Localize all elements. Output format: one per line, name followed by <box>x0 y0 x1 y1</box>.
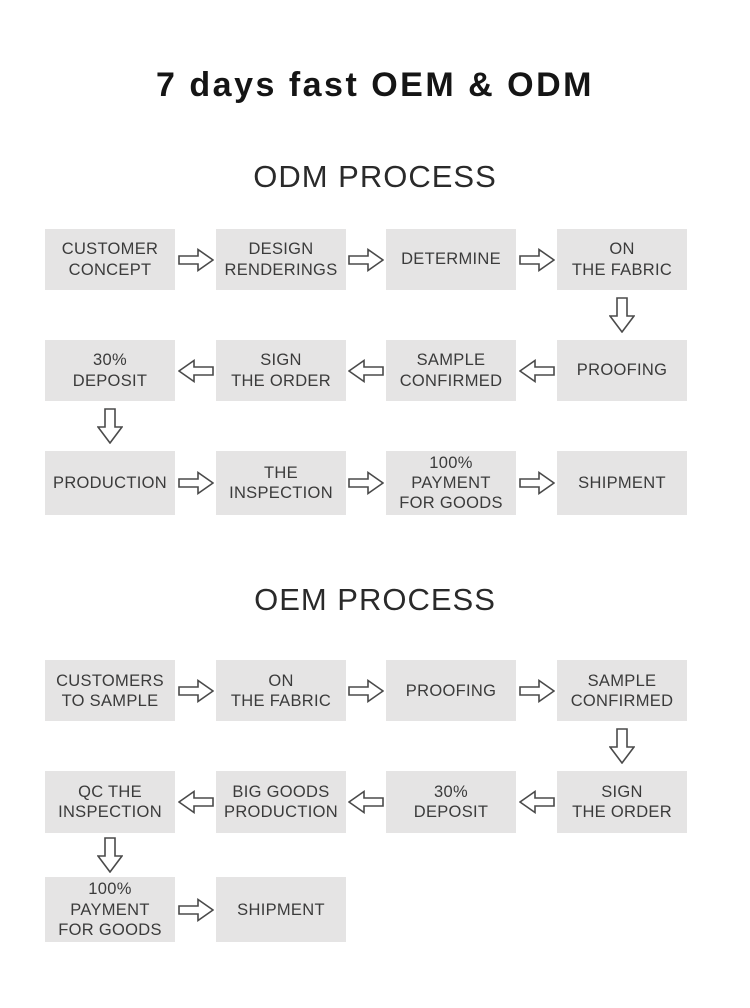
arrow-left-icon <box>175 340 216 401</box>
step-100-payment-for-goods: 100% PAYMENT FOR GOODS <box>45 877 175 942</box>
arrow-right-icon <box>175 451 216 515</box>
step-qc-the-inspection: QC THE INSPECTION <box>45 771 175 834</box>
step-proofing: PROOFING <box>386 660 516 722</box>
arrow-down-icon <box>557 290 687 340</box>
step-customer-concept: CUSTOMER CONCEPT <box>45 229 175 290</box>
oem-row-3: 100% PAYMENT FOR GOODS SHIPMENT <box>45 877 687 942</box>
arrow-left-icon <box>346 340 386 401</box>
arrow-left-icon <box>175 771 216 833</box>
odm-row-2: 30% DEPOSIT SIGN THE ORDER SAMPLE CONFIR… <box>45 340 687 401</box>
step-sample-confirmed: SAMPLE CONFIRMED <box>386 340 516 401</box>
arrow-left-icon <box>516 340 557 401</box>
oem-row-1: CUSTOMERS TO SAMPLE ON THE FABRIC PROOFI… <box>45 660 687 722</box>
arrow-left-icon <box>346 771 386 833</box>
arrow-right-icon <box>516 229 557 290</box>
step-sample-confirmed: SAMPLE CONFIRMED <box>557 660 687 722</box>
arrow-down-icon <box>557 721 687 771</box>
oem-section-heading: OEM PROCESS <box>254 582 496 618</box>
step-30-deposit: 30% DEPOSIT <box>45 340 175 401</box>
step-sign-the-order: SIGN THE ORDER <box>216 340 346 401</box>
arrow-right-icon <box>346 451 386 515</box>
odm-connector-1 <box>45 290 687 340</box>
arrow-right-icon <box>346 229 386 290</box>
step-customers-to-sample: CUSTOMERS TO SAMPLE <box>45 660 175 722</box>
arrow-right-icon <box>516 451 557 515</box>
step-proofing: PROOFING <box>557 340 687 401</box>
arrow-left-icon <box>516 771 557 833</box>
step-determine: DETERMINE <box>386 229 516 290</box>
odm-connector-2 <box>45 401 687 451</box>
step-design-renderings: DESIGN RENDERINGS <box>216 229 346 290</box>
step-big-goods-production: BIG GOODS PRODUCTION <box>216 771 346 834</box>
step-production: PRODUCTION <box>45 451 175 516</box>
oem-connector-1 <box>45 721 687 771</box>
arrow-down-icon <box>45 833 175 877</box>
arrow-right-icon <box>346 660 386 721</box>
oem-connector-2 <box>45 833 687 877</box>
odm-row-1: CUSTOMER CONCEPT DESIGN RENDERINGS DETER… <box>45 229 687 290</box>
step-shipment: SHIPMENT <box>557 451 687 516</box>
step-shipment: SHIPMENT <box>216 877 346 942</box>
arrow-down-icon <box>45 401 175 451</box>
step-the-inspection: THE INSPECTION <box>216 451 346 516</box>
step-on-the-fabric: ON THE FABRIC <box>216 660 346 722</box>
page-title: 7 days fast OEM & ODM <box>156 66 594 104</box>
odm-section-heading: ODM PROCESS <box>253 159 497 194</box>
arrow-right-icon <box>175 229 216 290</box>
arrow-right-icon <box>175 877 216 941</box>
odm-row-3: PRODUCTION THE INSPECTION 100% PAYMENT F… <box>45 451 687 516</box>
step-100-payment-for-goods: 100% PAYMENT FOR GOODS <box>386 451 516 516</box>
flowchart-page: 7 days fast OEM & ODM ODM PROCESS CUSTOM… <box>45 66 687 942</box>
arrow-right-icon <box>175 660 216 721</box>
step-on-the-fabric: ON THE FABRIC <box>557 229 687 290</box>
arrow-right-icon <box>516 660 557 721</box>
step-sign-the-order: SIGN THE ORDER <box>557 771 687 834</box>
oem-row-2: QC THE INSPECTION BIG GOODS PRODUCTION 3… <box>45 771 687 834</box>
step-30-deposit: 30% DEPOSIT <box>386 771 516 834</box>
